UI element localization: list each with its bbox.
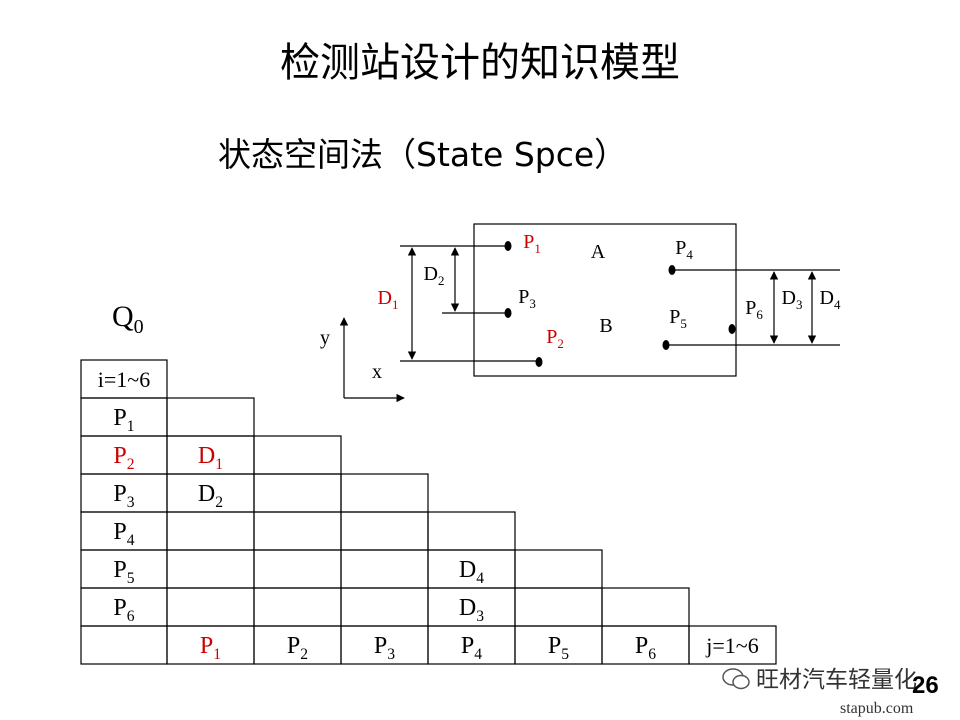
matrix-cell [80,625,168,665]
dimension-label: D1 [378,287,399,312]
feature-point-label: P6 [745,297,763,322]
matrix-cell [253,549,342,589]
watermark-url: stapub.com [840,700,914,717]
matrix-row-label: P1 [113,405,134,435]
matrix-corner-label: i=1~6 [98,367,150,392]
matrix-entry: D1 [198,443,223,473]
feature-point-dot [504,241,512,251]
wechat-icon [722,668,750,690]
matrix-cell [340,549,429,589]
feature-point-dot [504,308,512,318]
feature-point-label: P2 [546,326,564,351]
feature-point-label: P4 [675,237,693,262]
y-axis-label: y [320,327,330,349]
matrix-cell [166,587,255,627]
matrix-cell [427,511,516,551]
matrix-col-label: P4 [461,633,482,663]
matrix-cell [340,587,429,627]
slide-subtitle: 状态空间法（State Spce） [218,135,628,174]
matrix-cell [166,549,255,589]
matrix-cell [340,511,429,551]
matrix-row-label: P4 [113,519,134,549]
matrix-cell [253,473,342,513]
feature-point-label: P5 [669,306,687,331]
feature-point-dot [662,340,670,350]
matrix-cell [166,397,255,437]
dimension-label: D2 [424,263,445,288]
matrix-cell [514,549,603,589]
matrix-col-label: P6 [635,633,656,663]
matrix-cell [253,587,342,627]
matrix-row-label: P6 [113,595,134,625]
matrix-cell [166,511,255,551]
matrix-row-label: P5 [113,557,134,587]
matrix-cell [601,587,690,627]
watermark: 旺材汽车轻量化 [722,660,917,694]
region-b-label: B [599,315,612,337]
matrix-label: Q0 [112,300,144,339]
feature-points [504,241,736,367]
matrix-entry: D3 [459,595,484,625]
matrix-cell [253,435,342,475]
matrix-col-label: P3 [374,633,395,663]
feature-point-label: P1 [523,231,541,256]
matrix-entry: D2 [198,481,223,511]
matrix-row-label: P3 [113,481,134,511]
dimension-label: D4 [820,287,841,312]
state-matrix [80,359,777,665]
feature-point-dot [668,265,676,275]
matrix-cell [253,511,342,551]
matrix-entry: D4 [459,557,484,587]
matrix-col-label: P2 [287,633,308,663]
matrix-cell [340,473,429,513]
matrix-col-label: P5 [548,633,569,663]
x-axis-label: x [372,361,382,383]
page-number: 26 [912,672,939,699]
matrix-label-sub: 0 [133,316,144,338]
slide-title: 检测站设计的知识模型 [280,40,680,86]
feature-point-label: P3 [518,286,536,311]
feature-point-dot [535,357,543,367]
watermark-text: 旺材汽车轻量化 [756,667,917,693]
dimension-label: D3 [782,287,803,312]
part-outline [473,223,737,377]
matrix-cell [688,625,777,665]
region-a-label: A [591,241,606,263]
matrix-row-label: P2 [113,443,134,473]
matrix-label-base: Q [112,300,134,333]
matrix-col-label: P1 [200,633,221,663]
feature-point-dot [728,324,736,334]
part-diagram [339,223,840,403]
matrix-bottom-right-label: j=1~6 [705,633,758,658]
matrix-cell [514,587,603,627]
